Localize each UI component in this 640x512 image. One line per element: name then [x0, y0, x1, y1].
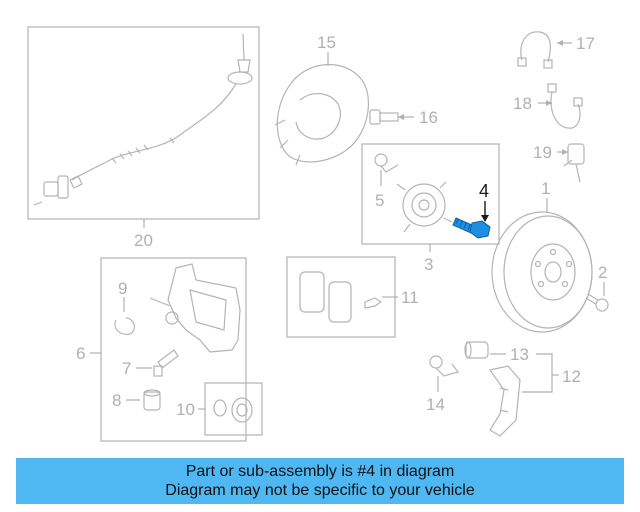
callout-1: 1: [541, 179, 550, 198]
hub-bearing-part[interactable]: [396, 181, 453, 233]
group-box-20: [27, 26, 260, 220]
callout-9: 9: [118, 279, 127, 298]
callout-13: 13: [510, 345, 529, 364]
callout-17: 17: [576, 34, 595, 53]
sensor-18-part[interactable]: [547, 83, 583, 129]
sensor-17-part[interactable]: [517, 31, 553, 69]
callout-10: 10: [176, 400, 195, 419]
group-box-11: [286, 256, 396, 338]
dust-shield-part[interactable]: [274, 63, 369, 166]
brake-caliper-part[interactable]: [165, 263, 241, 353]
group-box-6: [100, 257, 247, 442]
info-banner: Part or sub-assembly is #4 in diagram Di…: [16, 458, 624, 504]
callout-5: 5: [375, 191, 384, 210]
caliper-bracket-12-part[interactable]: [488, 365, 521, 437]
bolt-5-part[interactable]: [374, 153, 399, 173]
callout-7: 7: [122, 359, 131, 378]
callout-18: 18: [513, 94, 532, 113]
callout-6: 6: [76, 344, 85, 363]
callout-12: 12: [562, 367, 581, 386]
guide-bolt-14-part[interactable]: [429, 355, 460, 377]
banner-line-2: Diagram may not be specific to your vehi…: [165, 482, 475, 499]
callout-19: 19: [533, 143, 552, 162]
bleeder-7-part[interactable]: [153, 349, 179, 377]
callout-8: 8: [112, 391, 121, 410]
spring-9-part[interactable]: [114, 297, 171, 335]
bushing-13-part[interactable]: [464, 341, 489, 359]
callout-16: 16: [419, 108, 438, 127]
callout-3: 3: [424, 255, 433, 274]
seal-kit-part[interactable]: [213, 397, 253, 423]
callout-15: 15: [317, 33, 336, 52]
speed-sensor-19-part[interactable]: [563, 143, 585, 183]
brake-disc-part[interactable]: [491, 211, 593, 333]
screw-2-part[interactable]: [585, 293, 609, 312]
banner-line-1: Part or sub-assembly is #4 in diagram: [185, 463, 455, 480]
bolt-16-part[interactable]: [369, 109, 399, 125]
callout-20: 20: [134, 231, 153, 250]
callout-2: 2: [598, 263, 607, 282]
callout-11: 11: [401, 288, 419, 307]
callout-14: 14: [426, 395, 445, 414]
abs-sensor-cable-part[interactable]: [33, 33, 253, 206]
brake-pads-part[interactable]: [299, 271, 383, 323]
cap-8-part[interactable]: [143, 389, 161, 411]
callout-4: 4: [479, 181, 489, 201]
wheel-bolt-4-part[interactable]: [452, 217, 491, 239]
